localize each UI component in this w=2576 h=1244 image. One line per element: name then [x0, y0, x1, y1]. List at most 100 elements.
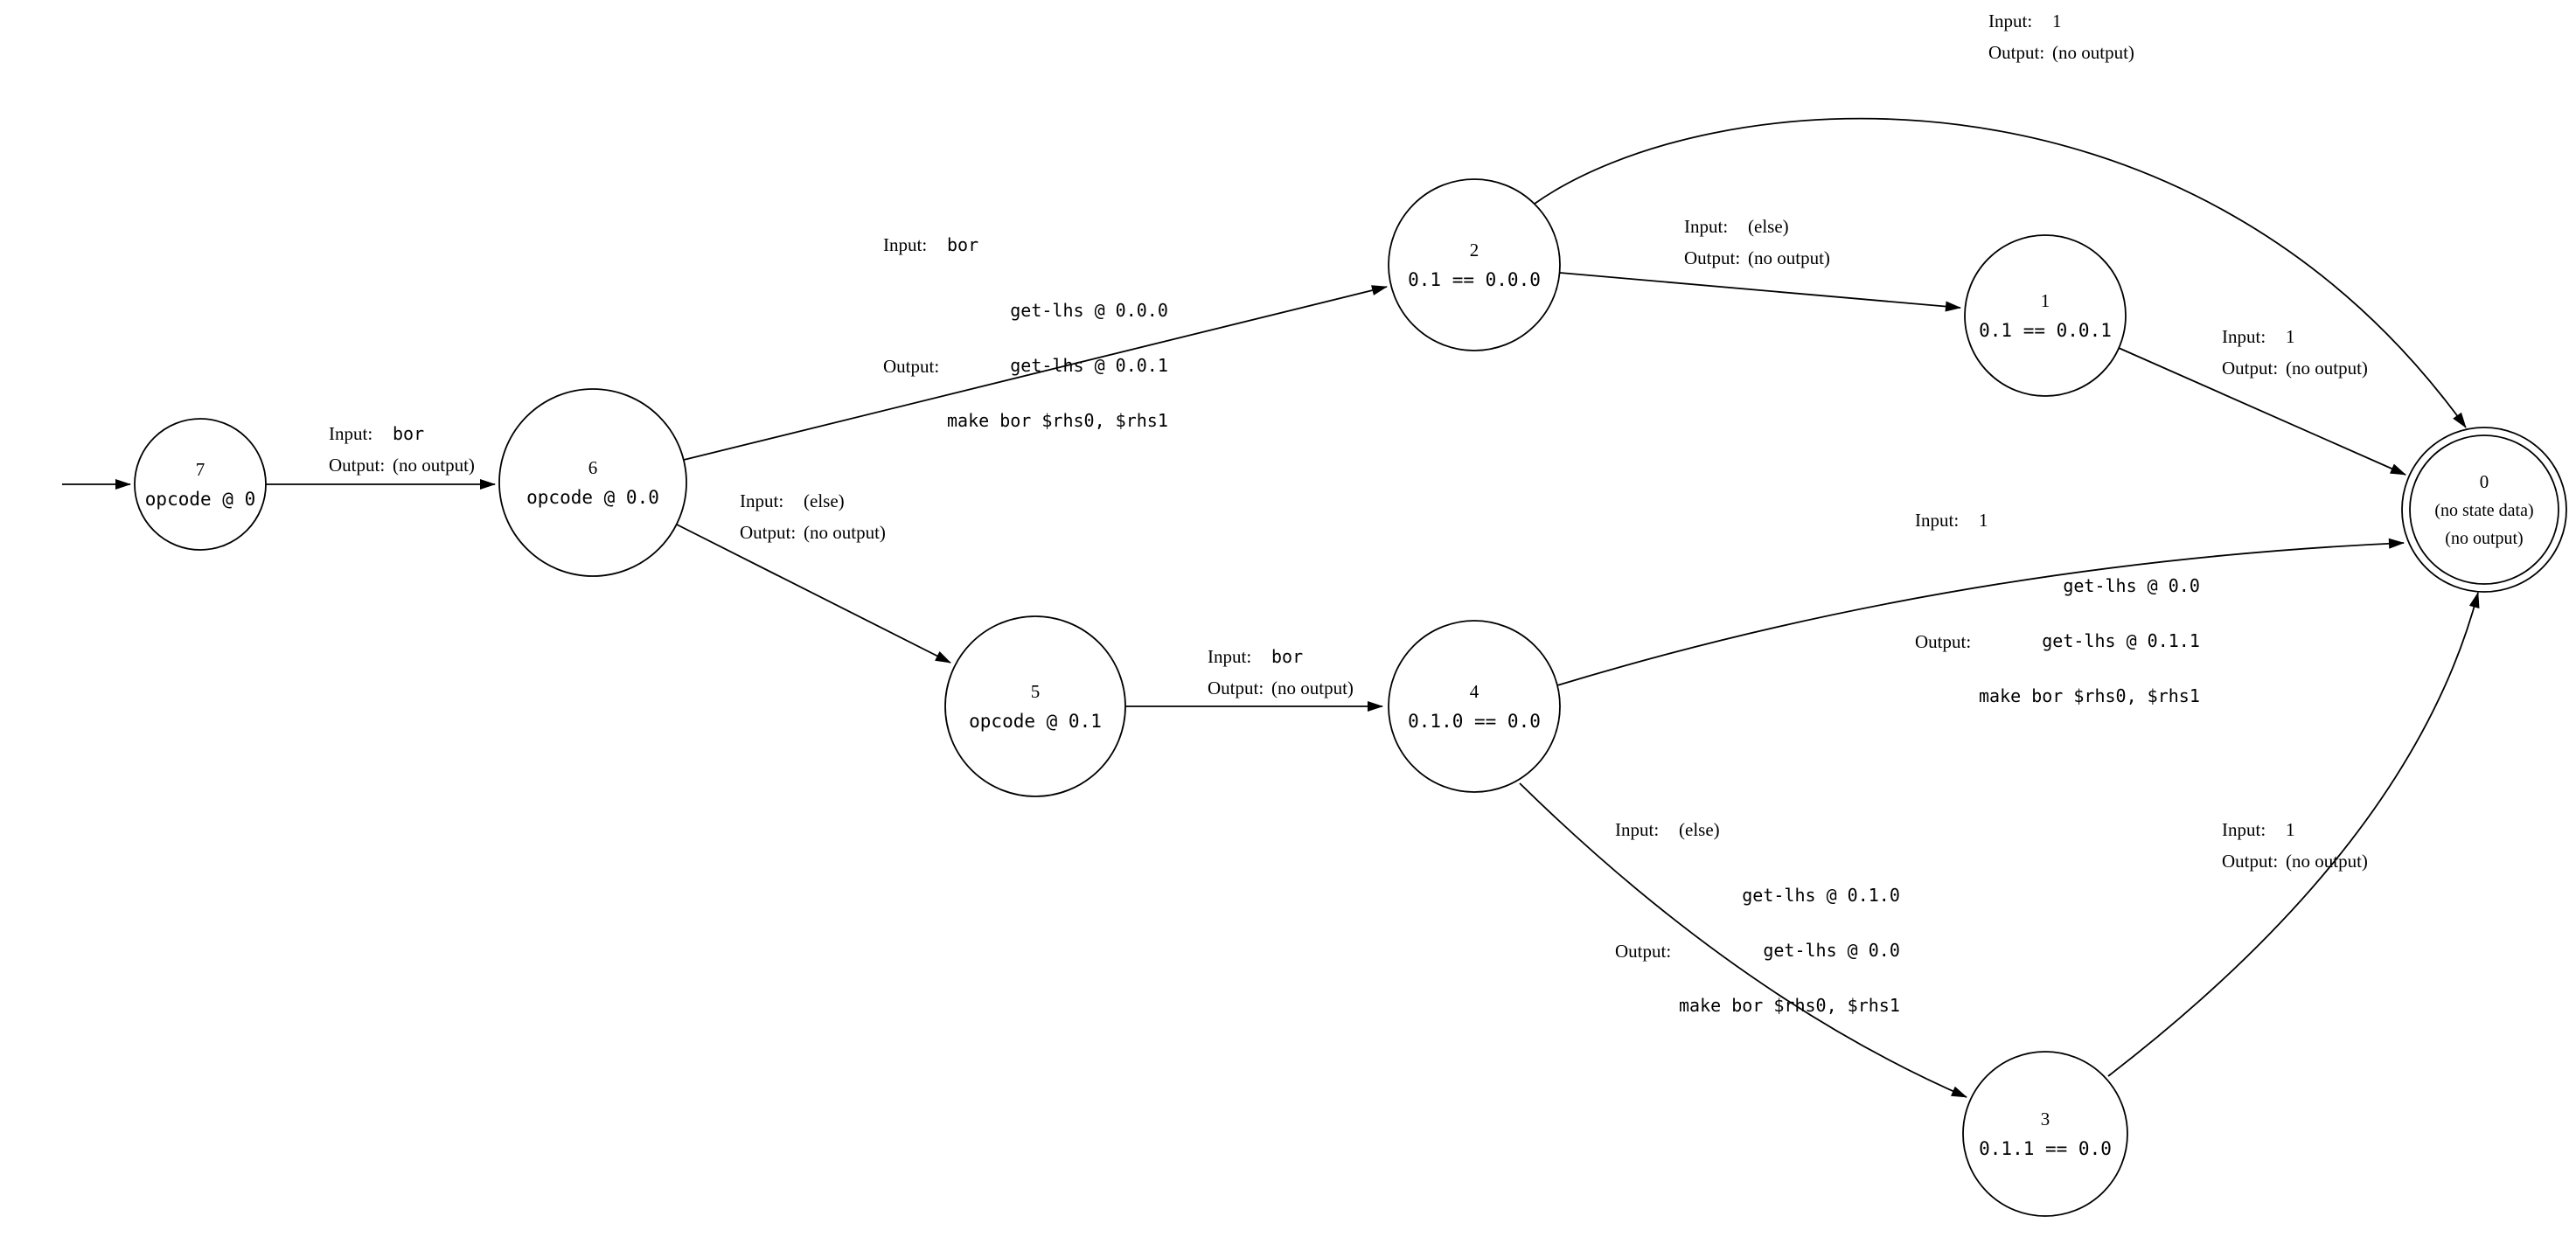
input-key: Input: [1208, 646, 1252, 667]
state-label: 0.1 == 0.0.1 [1979, 319, 2112, 341]
edge-4-to-0 [1556, 538, 2405, 686]
input-key: Input: [2222, 819, 2266, 840]
input-value: (else) [804, 490, 845, 511]
state-7: 7 opcode @ 0 [135, 419, 266, 550]
state-label: opcode @ 0.0 [526, 486, 659, 508]
edge-6-to-5 [676, 524, 951, 664]
state-label: opcode @ 0.1 [969, 710, 1102, 732]
output-line: get-lhs @ 0.1.0 [1742, 885, 1900, 906]
output-value: (no output) [2286, 358, 2368, 379]
edge-output-row: Output: get-lhs @ 0.0.0 get-lhs @ 0.0.1 … [883, 265, 1168, 467]
input-key: Input: [740, 490, 784, 511]
state-1: 1 0.1 == 0.0.1 [1965, 235, 2126, 396]
state-circle-2 [1388, 178, 1561, 351]
edge-label-6-5: Input: (else) Output: (no output) [740, 490, 886, 544]
edge-2-to-0 [1534, 117, 2467, 428]
input-value: 1 [2052, 10, 2062, 31]
output-value: (no output) [2286, 851, 2368, 872]
output-key: Output: [1208, 678, 1264, 698]
input-key: Input: [1988, 10, 2033, 31]
edge-output-row: Output: get-lhs @ 0.1.0 get-lhs @ 0.0 ma… [1615, 850, 1900, 1052]
edge-label-1-0: Input: 1 Output: (no output) [2222, 325, 2368, 379]
output-value: get-lhs @ 0.1.0 get-lhs @ 0.0 make bor $… [1679, 850, 1900, 1052]
edge-1-to-0 [2118, 347, 2406, 476]
output-key: Output: [1915, 630, 1972, 652]
edge-label-2-1: Input: (else) Output: (no output) [1684, 215, 1830, 269]
edge-input-row: Input: (else) [1615, 818, 1900, 841]
state-number: 3 [2040, 1108, 2050, 1129]
state-circle-4 [1388, 620, 1561, 793]
input-value: 1 [2286, 819, 2295, 840]
output-key: Output: [883, 355, 940, 377]
edge-output-row: Output: get-lhs @ 0.0 get-lhs @ 0.1.1 ma… [1915, 540, 2200, 742]
input-value: bor [393, 423, 425, 444]
output-key: Output: [2222, 851, 2279, 872]
output-line: make bor $rhs0, $rhs1 [1679, 995, 1900, 1016]
output-key: Output: [740, 522, 797, 543]
edge-6-to-2 [683, 285, 1388, 461]
state-label: 0.1.1 == 0.0 [1979, 1137, 2112, 1159]
edge-output-row: Output: (no output) [1988, 41, 2134, 64]
edge-input-row: Input: bor [329, 422, 475, 445]
state-6: 6 opcode @ 0.0 [499, 389, 686, 576]
output-line: get-lhs @ 0.0 [2063, 575, 2200, 596]
state-number: 0 [2479, 470, 2489, 492]
input-value: 1 [2286, 326, 2295, 347]
input-value: bor [947, 234, 979, 255]
input-key: Input: [883, 234, 928, 255]
output-key: Output: [1615, 940, 1672, 962]
edge-3-to-0 [2107, 592, 2480, 1077]
output-line: get-lhs @ 0.0 [1763, 940, 1900, 961]
state-circle-3 [1962, 1051, 2128, 1217]
state-label: 0.1 == 0.0.0 [1408, 268, 1541, 290]
input-key: Input: [329, 423, 373, 444]
output-key: Output: [1684, 247, 1741, 268]
state-5: 5 opcode @ 0.1 [945, 616, 1125, 796]
state-4: 4 0.1.0 == 0.0 [1389, 621, 1560, 792]
input-key: Input: [2222, 326, 2266, 347]
edge-label-4-0: Input: 1 Output: get-lhs @ 0.0 get-lhs @… [1915, 509, 2200, 742]
state-circle-1 [1964, 234, 2127, 397]
state-0: 0 (no state data) (no output) [2402, 427, 2566, 592]
input-value: (else) [1679, 819, 1720, 840]
edge-input-row: Input: 1 [2222, 818, 2368, 841]
edge-input-row: Input: 1 [1988, 10, 2134, 32]
output-key: Output: [2222, 358, 2279, 379]
state-number: 4 [1469, 680, 1479, 702]
edge-input-row: Input: (else) [1684, 215, 1830, 238]
edge-label-5-4: Input: bor Output: (no output) [1208, 645, 1354, 699]
edge-output-row: Output: (no output) [2222, 850, 2368, 872]
state-3: 3 0.1.1 == 0.0 [1963, 1052, 2127, 1216]
edge-input-row: Input: bor [1208, 645, 1354, 668]
edge-input-row: Input: (else) [740, 490, 886, 512]
edge-label-3-0: Input: 1 Output: (no output) [2222, 818, 2368, 872]
output-value: (no output) [2052, 42, 2134, 63]
state-data-note: (no state data) [2434, 500, 2534, 520]
state-label: opcode @ 0 [144, 488, 256, 510]
input-value: bor [1271, 646, 1304, 667]
edge-output-row: Output: (no output) [329, 454, 475, 476]
output-value: (no output) [804, 522, 886, 543]
edge-label-7-6: Input: bor Output: (no output) [329, 422, 475, 476]
edge-input-row: Input: bor [883, 233, 1168, 256]
state-circle-6 [498, 388, 687, 577]
state-circle-0-inner [2409, 434, 2559, 585]
input-value: (else) [1748, 216, 1789, 237]
output-value: get-lhs @ 0.0 get-lhs @ 0.1.1 make bor $… [1979, 540, 2200, 742]
state-number: 5 [1030, 680, 1041, 702]
output-value: get-lhs @ 0.0.0 get-lhs @ 0.0.1 make bor… [947, 265, 1168, 467]
state-circle-5 [944, 615, 1126, 797]
edge-label-6-2: Input: bor Output: get-lhs @ 0.0.0 get-l… [883, 233, 1168, 467]
state-circle-7 [134, 418, 267, 551]
output-value: (no output) [1271, 678, 1354, 698]
state-number: 2 [1469, 239, 1479, 261]
state-number: 6 [588, 456, 598, 478]
output-line: get-lhs @ 0.0.0 [1010, 300, 1168, 321]
input-key: Input: [1684, 216, 1729, 237]
edge-input-row: Input: 1 [1915, 509, 2200, 532]
edge-output-row: Output: (no output) [1208, 677, 1354, 699]
output-value: (no output) [1748, 247, 1830, 268]
edge-output-row: Output: (no output) [740, 521, 886, 544]
edge-output-row: Output: (no output) [2222, 357, 2368, 379]
